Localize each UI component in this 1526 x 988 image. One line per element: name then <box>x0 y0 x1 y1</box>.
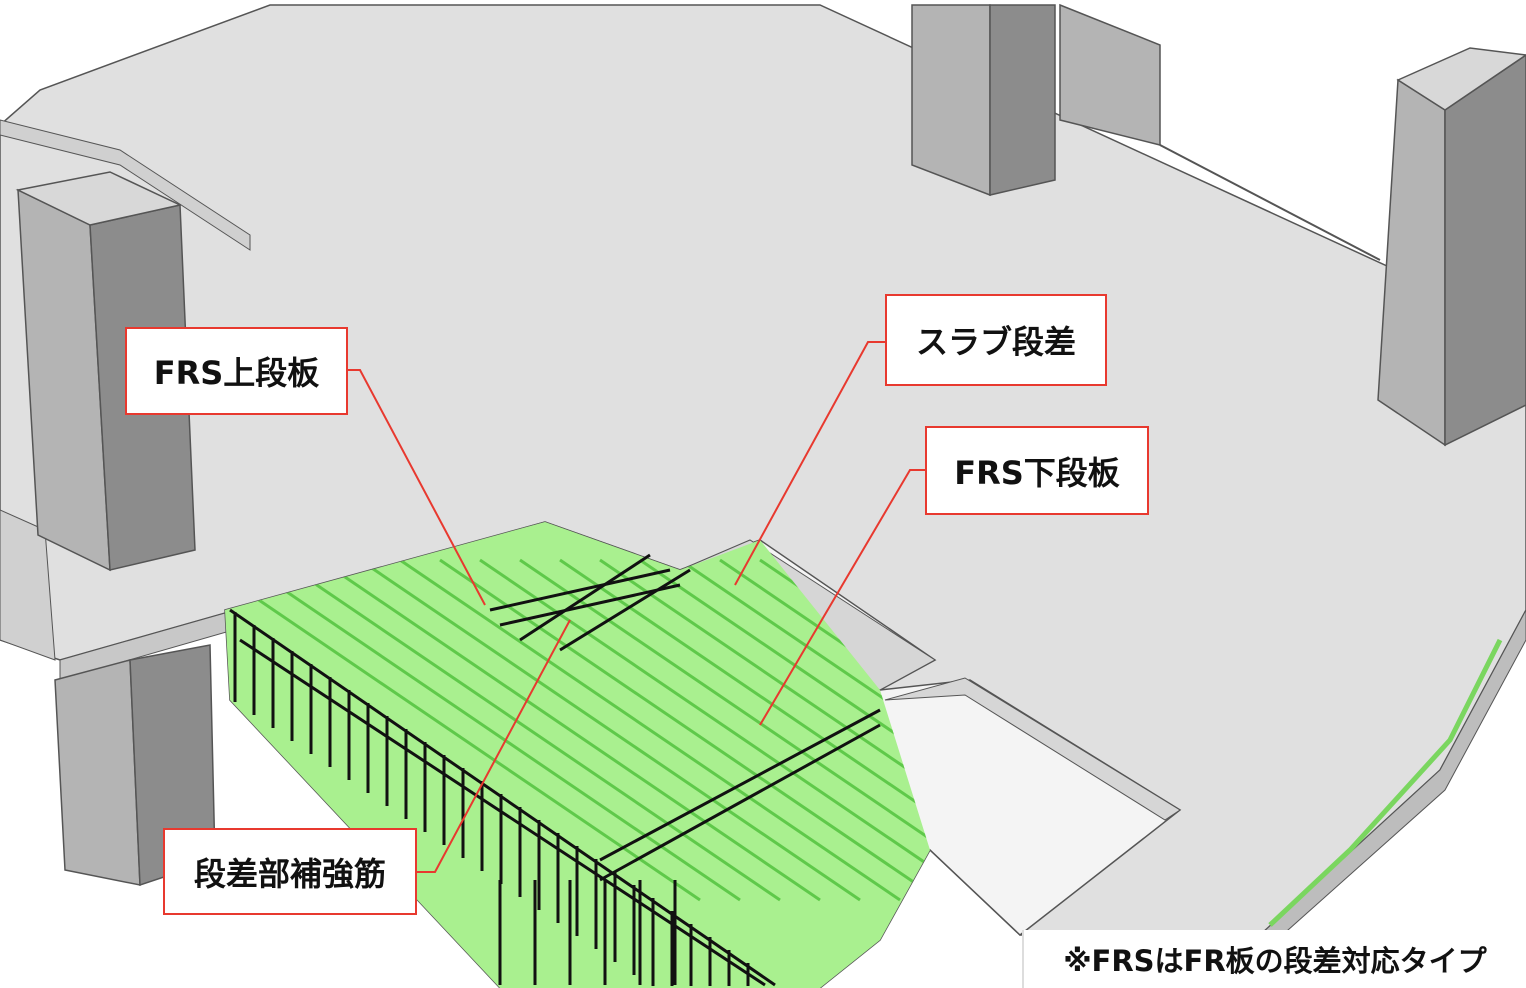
deck-rib <box>359 558 861 902</box>
column-face <box>911 4 991 197</box>
slab-step <box>884 677 1181 821</box>
deck-rib <box>399 558 901 902</box>
leader-line-slab-step <box>734 341 885 586</box>
leader-line-frs-upper <box>347 369 486 606</box>
label-step-rebar: 段差部補強筋 <box>163 828 417 915</box>
deck-rib <box>239 558 741 902</box>
rebar-bar <box>599 708 881 862</box>
deck-rib <box>479 558 930 902</box>
column-face <box>1444 54 1526 447</box>
label-frs-lower-plate: FRS下段板 <box>925 426 1149 515</box>
rebar-bar <box>559 568 691 652</box>
deck-rib <box>639 558 930 902</box>
leader-line-step-rebar <box>416 619 571 873</box>
deck-rib <box>559 558 930 902</box>
columns <box>15 3 1526 887</box>
wall-stub <box>0 119 251 251</box>
column-top <box>1396 47 1526 111</box>
slab-edge-deck-strip <box>1268 638 1503 927</box>
label-frs-upper-plate: FRS上段板 <box>125 327 348 415</box>
deck-rib <box>439 558 930 902</box>
deck-rib <box>225 558 701 902</box>
deck-rib <box>679 558 930 902</box>
column-top <box>15 171 183 226</box>
label-slab-step: スラブ段差 <box>885 294 1107 386</box>
column-face <box>1059 3 1161 146</box>
leader-line-frs-lower <box>759 469 925 726</box>
deck-rib <box>319 558 821 902</box>
column-face <box>1377 78 1446 447</box>
rebar-bar <box>519 553 651 642</box>
wall-stub <box>0 509 56 661</box>
rebar-bar <box>499 583 681 627</box>
footnote: ※FRSはFR板の段差対応タイプ <box>1022 930 1526 988</box>
deck-rib <box>719 558 930 902</box>
rebar-bar <box>489 568 671 612</box>
deck-rib <box>519 558 930 902</box>
rebar-bar <box>599 723 881 882</box>
leader-lines <box>347 341 925 873</box>
deck-rib <box>599 558 930 902</box>
deck-rib <box>279 558 781 902</box>
column-face <box>989 4 1056 196</box>
step-reinforcement-rebar <box>229 553 881 987</box>
column-face <box>54 659 141 886</box>
wall-edge <box>1159 144 1381 261</box>
